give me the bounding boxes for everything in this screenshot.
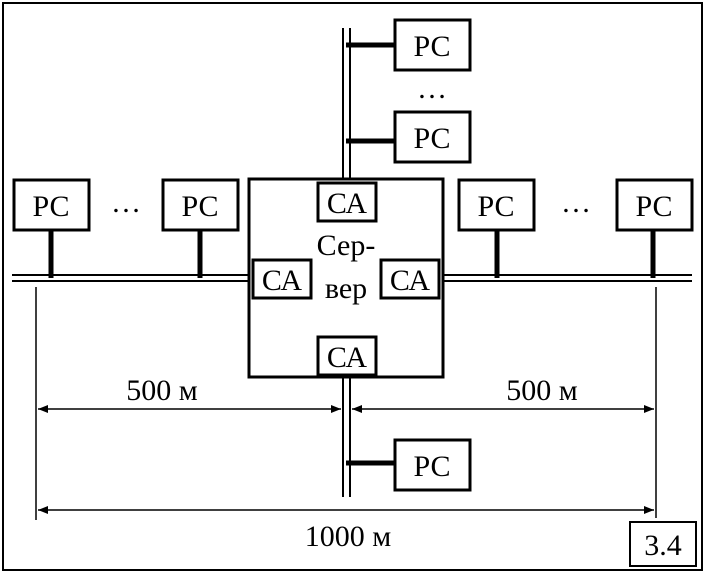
dimension-label-left: 500 м xyxy=(126,374,198,407)
workstation-top-1: РС xyxy=(393,18,472,72)
workstation-top-2-label: РС xyxy=(413,122,450,155)
ellipsis-right: … xyxy=(561,186,591,219)
adapter-left-label: СА xyxy=(262,264,303,297)
adapter-bottom-label: СА xyxy=(327,341,368,374)
ellipsis-left: … xyxy=(111,186,141,219)
workstation-right-1: РС xyxy=(457,178,536,232)
adapter-left: СА xyxy=(251,258,313,300)
dimension-label-total: 1000 м xyxy=(305,520,392,553)
workstation-left-1-label: РС xyxy=(32,190,69,223)
workstation-right-2-label: РС xyxy=(635,190,672,223)
ellipsis-top: … xyxy=(417,72,447,105)
dimension-extension-lines xyxy=(35,287,657,520)
workstation-right-2: РС xyxy=(615,178,694,232)
dimension-label-right: 500 м xyxy=(506,374,578,407)
adapter-top: СА xyxy=(316,181,378,223)
adapter-right-label: СА xyxy=(390,264,431,297)
adapter-bottom: СА xyxy=(316,335,378,377)
workstation-bottom: РС xyxy=(393,438,472,492)
figure-number-label: 3.4 xyxy=(644,529,682,562)
workstation-top-1-label: РС xyxy=(413,30,450,63)
workstation-left-2: РС xyxy=(161,178,240,232)
workstation-right-1-label: РС xyxy=(477,190,514,223)
server-label-line2: вер xyxy=(325,272,367,305)
workstation-bottom-label: РС xyxy=(413,450,450,483)
workstation-top-2: РС xyxy=(393,110,472,164)
figure-number: 3.4 xyxy=(629,521,697,567)
server-label-line1: Сер- xyxy=(317,229,376,262)
workstation-left-2-label: РС xyxy=(181,190,218,223)
adapter-right: СА xyxy=(379,258,441,300)
adapter-top-label: СА xyxy=(327,187,368,220)
workstation-left-1: РС xyxy=(12,178,91,232)
workstation-stubs xyxy=(48,42,656,466)
